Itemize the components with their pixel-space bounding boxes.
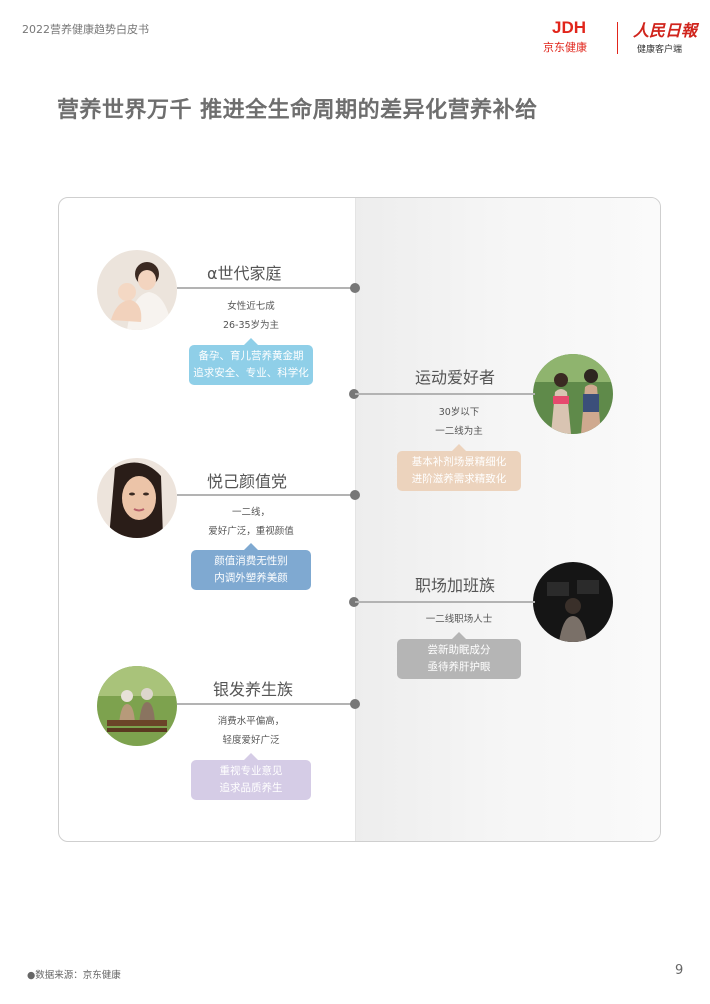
segment-dot-office [349, 597, 359, 607]
segment-line-beauty [177, 494, 355, 496]
segment-title-beauty: 悦己颜值党 [207, 472, 288, 491]
tag-line: 亟待养肝护眼 [427, 661, 491, 673]
segment-desc-alpha-family: 女性近七成 26-35岁为主 [199, 297, 303, 335]
segment-line-silver [177, 703, 355, 705]
elderly-couple-photo [97, 666, 177, 746]
desc-line: 女性近七成 [227, 301, 275, 312]
desc-line: 一二线为主 [435, 426, 483, 437]
night-office-photo [533, 562, 613, 642]
desc-line: 消费水平偏高， [217, 716, 285, 727]
segment-dot-silver [350, 699, 360, 709]
segment-tag-sports: 基本补剂场景精细化 进阶滋养需求精致化 [397, 444, 521, 491]
desc-line: 爱好广泛，重视颜值 [208, 526, 294, 537]
segment-title-silver: 银发养生族 [213, 680, 294, 699]
desc-line: 30岁以下 [438, 407, 480, 418]
segment-desc-office: 一二线职场人士 [403, 610, 515, 629]
segment-dot-sports [349, 389, 359, 399]
segment-dot-alpha-family [350, 283, 360, 293]
segment-title-sports: 运动爱好者 [415, 368, 496, 387]
data-source-note: ●数据来源：京东健康 [27, 970, 121, 981]
jdh-logo: JDH [552, 18, 587, 37]
runners-photo [533, 354, 613, 434]
tag-line: 追求品质养生 [219, 782, 283, 794]
jdh-logo-name: 京东健康 [543, 41, 587, 54]
segment-title-office: 职场加班族 [415, 576, 496, 595]
segment-desc-silver: 消费水平偏高， 轻度爱好广泛 [195, 712, 307, 750]
mother-baby-photo [97, 250, 177, 330]
segment-title-alpha-family: α世代家庭 [207, 264, 282, 283]
document-title: 2022营养健康趋势白皮书 [22, 23, 149, 36]
tag-line: 基本补剂场景精细化 [411, 456, 507, 468]
beauty-woman-photo [97, 458, 177, 538]
tag-line: 颜值消费无性别 [214, 555, 288, 567]
people-daily-logo-sub: 健康客户端 [637, 45, 683, 55]
segment-panel: α世代家庭 女性近七成 26-35岁为主 备孕、育儿营养黄金期 追求安全、专业、… [58, 197, 661, 842]
segment-tag-beauty: 颜值消费无性别 内调外塑养美颜 [191, 543, 311, 590]
desc-line: 26-35岁为主 [222, 320, 280, 331]
page-heading: 营养世界万千 推进全生命周期的差异化营养补给 [57, 98, 538, 123]
desc-line: 一二线， [231, 507, 270, 518]
tag-line: 备孕、育儿营养黄金期 [198, 350, 304, 362]
segment-tag-alpha-family: 备孕、育儿营养黄金期 追求安全、专业、科学化 [189, 338, 313, 385]
segment-tag-office: 尝新助眠成分 亟待养肝护眼 [397, 632, 521, 679]
tag-line: 进阶滋养需求精致化 [411, 473, 507, 485]
segment-desc-sports: 30岁以下 一二线为主 [407, 403, 511, 441]
page-number: 9 [675, 963, 684, 978]
people-daily-logo: 人民日報 [633, 21, 698, 40]
segment-dot-beauty [350, 490, 360, 500]
tag-line: 内调外塑养美颜 [214, 572, 288, 584]
segment-tag-silver: 重视专业意见 追求品质养生 [191, 753, 311, 800]
timeline-spine [355, 198, 356, 841]
tag-line: 追求安全、专业、科学化 [193, 367, 309, 379]
segment-line-sports [355, 393, 535, 395]
logo-divider [617, 22, 618, 54]
tag-line: 尝新助眠成分 [427, 644, 491, 656]
segment-desc-beauty: 一二线， 爱好广泛，重视颜值 [189, 503, 313, 541]
tag-line: 重视专业意见 [219, 765, 283, 777]
segment-line-alpha-family [177, 287, 355, 289]
segment-line-office [355, 601, 535, 603]
panel-right-shade [355, 198, 660, 841]
desc-line: 一二线职场人士 [425, 614, 493, 625]
desc-line: 轻度爱好广泛 [222, 735, 280, 746]
